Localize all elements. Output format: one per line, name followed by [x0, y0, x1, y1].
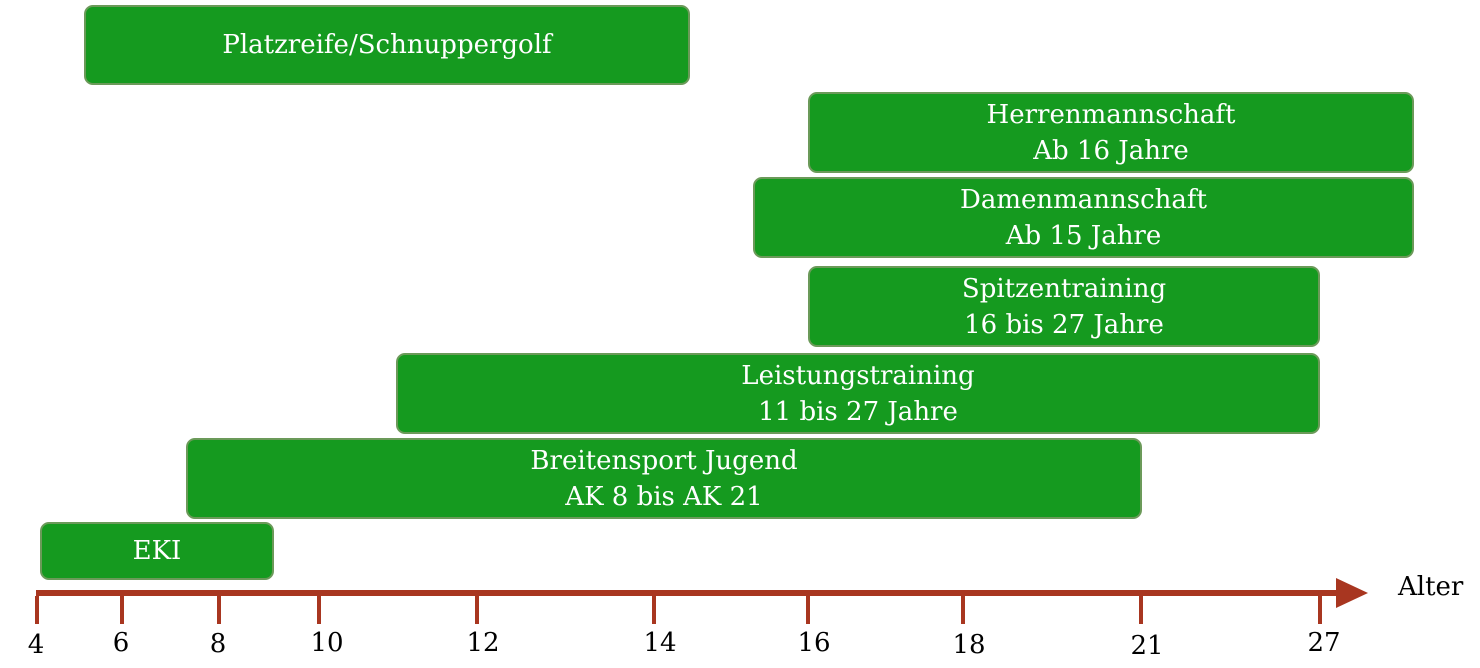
axis-tick	[1318, 596, 1322, 624]
axis-tick-label: 12	[466, 628, 500, 658]
program-detail: 16 bis 27 Jahre	[964, 309, 1164, 340]
axis-tick-label: 10	[310, 628, 344, 658]
axis-tick-label: 27	[1307, 628, 1341, 658]
program-bar-platzreife: Platzreife/Schnuppergolf	[84, 5, 690, 85]
axis-tick-label: 18	[952, 630, 986, 660]
program-bar-eki: EKI	[40, 522, 274, 580]
program-detail: AK 8 bis AK 21	[565, 481, 763, 512]
program-bar-damenmannschaft: Damenmannschaft Ab 15 Jahre	[753, 177, 1414, 258]
axis-tick	[35, 596, 39, 624]
program-name: Leistungstraining	[741, 360, 975, 391]
axis-tick-label: 8	[209, 629, 227, 659]
axis-tick-label: 21	[1130, 631, 1164, 661]
program-name: Herrenmannschaft	[986, 99, 1236, 130]
axis-tick	[652, 596, 656, 624]
program-bar-breitensport: Breitensport Jugend AK 8 bis AK 21	[186, 438, 1142, 519]
axis-tick-label: 16	[797, 628, 831, 658]
program-name: Platzreife/Schnuppergolf	[222, 30, 552, 60]
axis-tick	[217, 596, 221, 624]
axis-tick	[1139, 596, 1143, 624]
age-axis-line	[36, 590, 1338, 596]
axis-tick-label: 6	[112, 628, 130, 658]
program-name: Spitzentraining	[961, 273, 1167, 304]
axis-tick	[806, 596, 810, 624]
axis-tick-label: 14	[643, 628, 677, 658]
axis-tick	[961, 596, 965, 624]
program-detail: 11 bis 27 Jahre	[758, 396, 958, 427]
axis-tick	[475, 596, 479, 624]
program-bar-herrenmannschaft: Herrenmannschaft Ab 16 Jahre	[808, 92, 1414, 173]
axis-tick	[120, 596, 124, 624]
program-name: EKI	[132, 536, 182, 566]
program-name: Damenmannschaft	[960, 184, 1207, 215]
axis-title: Alter	[1398, 572, 1464, 602]
axis-tick	[317, 596, 321, 624]
axis-tick-label: 4	[27, 630, 45, 660]
program-detail: Ab 16 Jahre	[1033, 135, 1189, 166]
axis-arrowhead-icon	[1336, 578, 1368, 608]
program-detail: Ab 15 Jahre	[1005, 220, 1162, 251]
program-bar-spitzentraining: Spitzentraining 16 bis 27 Jahre	[808, 266, 1320, 347]
program-bar-leistungstraining: Leistungstraining 11 bis 27 Jahre	[396, 353, 1320, 434]
program-name: Breitensport Jugend	[530, 445, 798, 476]
